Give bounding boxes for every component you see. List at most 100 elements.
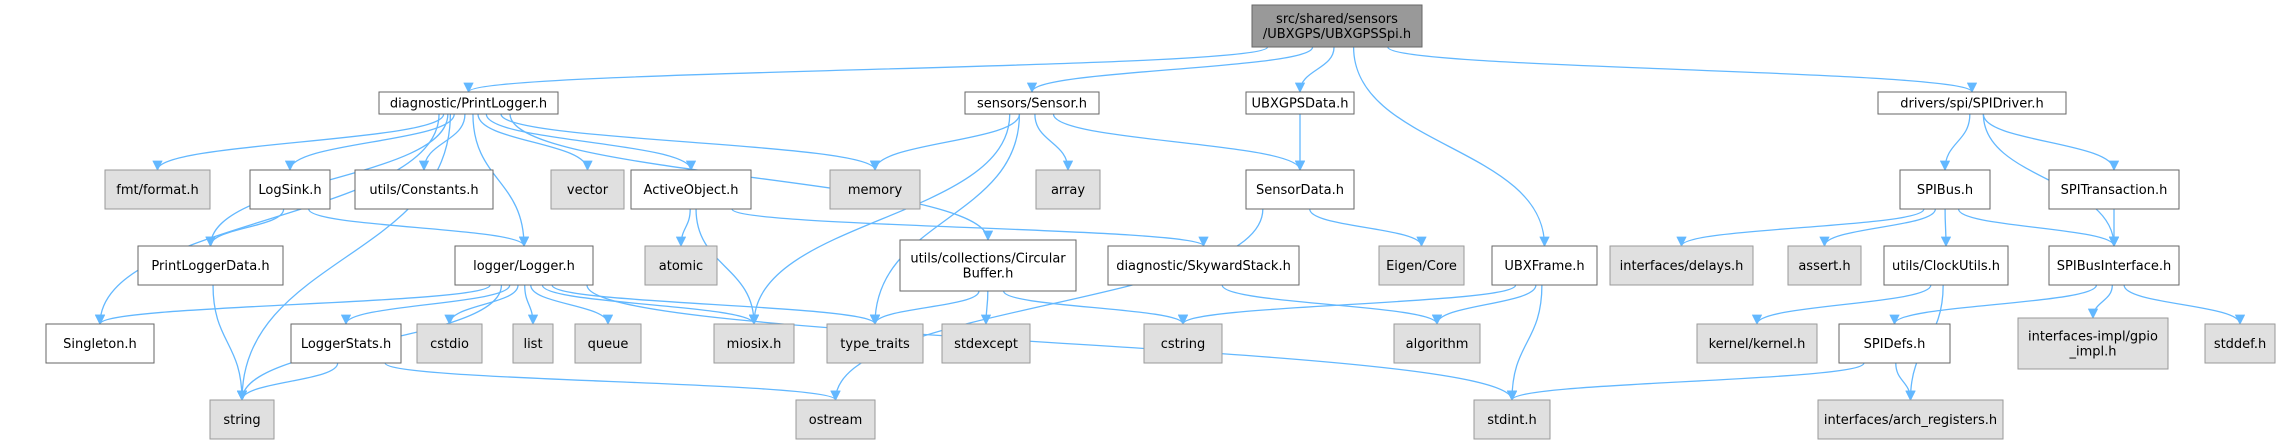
node-label-fmt-0: fmt/format.h (116, 183, 198, 198)
node-box-gpioimpl (2017, 317, 2169, 370)
node-singleton[interactable]: Singleton.h (45, 323, 155, 364)
node-skywardstack[interactable]: diagnostic/SkywardStack.h (1107, 245, 1300, 286)
edge-printlogger-to-fmt (152, 113, 445, 172)
node-spibus[interactable]: SPIBus.h (1899, 169, 1991, 210)
node-printlogger[interactable]: diagnostic/PrintLogger.h (378, 91, 559, 115)
edge-printlogger-to-memory (500, 113, 881, 172)
node-activeobject[interactable]: ActiveObject.h (630, 169, 752, 210)
edge-printlogger-to-logsink (284, 113, 455, 172)
edge-sensor-to-typetraits (869, 113, 1021, 326)
node-label-printloggerdata-0: PrintLoggerData.h (151, 259, 269, 274)
node-label-string-0: string (223, 413, 260, 428)
node-box-ubxframe (1491, 245, 1598, 286)
node-label-ostream-0: ostream (809, 413, 863, 428)
node-spibusinterface[interactable]: SPIBusInterface.h (2048, 245, 2180, 286)
node-label-circbuffer-0: utils/collections/Circular (910, 252, 1066, 267)
node-delays: interfaces/delays.h (1609, 245, 1754, 286)
node-label-assert-0: assert.h (1798, 259, 1850, 274)
node-ubxframe[interactable]: UBXFrame.h (1491, 245, 1598, 286)
node-label-archregs-0: interfaces/arch_registers.h (1824, 413, 1997, 428)
edge-circbuffer-to-typetraits (869, 290, 980, 326)
node-logger[interactable]: logger/Logger.h (454, 245, 594, 286)
edge-spidriver-to-spitransaction (1982, 113, 2120, 172)
node-cstdio: cstdio (416, 323, 483, 364)
node-spidriver[interactable]: drivers/spi/SPIDriver.h (1877, 91, 2067, 115)
edge-root-to-spidriver (1387, 46, 1977, 94)
node-label-clockutils-0: utils/ClockUtils.h (1892, 259, 2000, 274)
node-spitransaction[interactable]: SPITransaction.h (2048, 169, 2180, 210)
node-cstring: cstring (1143, 323, 1223, 364)
edge-ubxframe-to-algorithm (1431, 284, 1537, 326)
node-logsink[interactable]: LogSink.h (249, 169, 331, 210)
node-box-kernel (1696, 323, 1818, 364)
edge-spibusinterface-to-stddef (2123, 284, 2246, 326)
node-sensor[interactable]: sensors/Sensor.h (964, 91, 1100, 115)
edge-root-to-ubxgpsdata (1294, 46, 1335, 94)
node-sensordata[interactable]: SensorData.h (1245, 169, 1355, 210)
node-label-delays-0: interfaces/delays.h (1620, 259, 1744, 274)
node-label-spidefs-0: SPIDefs.h (1864, 337, 1926, 352)
node-label-gpioimpl-1: _impl.h (2068, 345, 2116, 360)
node-label-spitransaction-0: SPITransaction.h (2061, 183, 2168, 198)
node-box-miosix (713, 323, 795, 364)
node-label-typetraits-0: type_traits (840, 337, 910, 352)
edge-ubxframe-to-cstring (1177, 284, 1517, 326)
node-kernel: kernel/kernel.h (1696, 323, 1818, 364)
node-spidefs[interactable]: SPIDefs.h (1838, 323, 1951, 364)
node-box-spibusinterface (2048, 245, 2180, 286)
node-label-queue-0: queue (588, 337, 629, 352)
edge-logger-to-typetraits (551, 284, 881, 326)
node-box-constants (354, 169, 494, 210)
node-box-list (512, 323, 554, 364)
edge-activeobject-to-miosix (695, 208, 760, 326)
node-assert: assert.h (1787, 245, 1862, 286)
edge-logger-to-miosix (541, 284, 760, 326)
node-archregs: interfaces/arch_registers.h (1817, 399, 2004, 440)
dependency-nodes: src/shared/sensors/UBXGPS/UBXGPSSpi.h dia… (45, 4, 2276, 440)
node-loggerstats[interactable]: LoggerStats.h (290, 323, 402, 364)
node-root[interactable]: src/shared/sensors/UBXGPS/UBXGPSSpi.h (1251, 4, 1423, 48)
node-label-activeobject-0: ActiveObject.h (644, 183, 739, 198)
node-label-cstdio-0: cstdio (430, 337, 469, 352)
node-label-circbuffer-1: Buffer.h (963, 267, 1014, 282)
node-box-cstring (1143, 323, 1223, 364)
node-label-stdexcept-0: stdexcept (954, 337, 1018, 352)
edge-root-to-sensor (1026, 46, 1314, 94)
node-gpioimpl: interfaces-impl/gpio_impl.h (2017, 317, 2169, 370)
node-box-assert (1787, 245, 1862, 286)
node-box-eigen (1378, 245, 1465, 286)
node-memory: memory (829, 169, 921, 210)
node-printloggerdata[interactable]: PrintLoggerData.h (137, 245, 284, 286)
edge-sensor-to-array (1034, 113, 1074, 172)
node-miosix: miosix.h (713, 323, 795, 364)
node-constants[interactable]: utils/Constants.h (354, 169, 494, 210)
node-box-ubxgpsdata (1245, 91, 1355, 115)
node-box-queue (574, 323, 642, 364)
edge-spibusinterface-to-spidefs (1889, 284, 2098, 326)
node-box-ostream (795, 399, 876, 440)
node-box-circbuffer (899, 239, 1077, 292)
node-box-cstdio (416, 323, 483, 364)
node-clockutils[interactable]: utils/ClockUtils.h (1883, 245, 2009, 286)
edge-circbuffer-to-stdexcept (980, 290, 992, 326)
node-label-spidriver-0: drivers/spi/SPIDriver.h (1900, 97, 2044, 112)
edge-sensordata-to-eigen (1309, 208, 1427, 248)
edge-circbuffer-to-cstring (1002, 290, 1189, 326)
node-string: string (209, 399, 275, 440)
edge-spidriver-to-spibus (1939, 113, 1971, 172)
node-ubxgpsdata[interactable]: UBXGPSData.h (1245, 91, 1355, 115)
node-box-printloggerdata (137, 245, 284, 286)
node-box-algorithm (1393, 323, 1481, 364)
edge-spibus-to-assert (1819, 208, 1937, 248)
node-atomic: atomic (644, 245, 718, 286)
node-box-skywardstack (1107, 245, 1300, 286)
edge-sensor-to-miosix (748, 113, 1011, 326)
edge-spibus-to-delays (1676, 208, 1925, 248)
node-label-stddef-0: stddef.h (2214, 337, 2266, 352)
node-box-clockutils (1883, 245, 2009, 286)
node-box-singleton (45, 323, 155, 364)
node-label-eigen-0: Eigen/Core (1386, 259, 1457, 274)
node-label-constants-0: utils/Constants.h (369, 183, 478, 198)
